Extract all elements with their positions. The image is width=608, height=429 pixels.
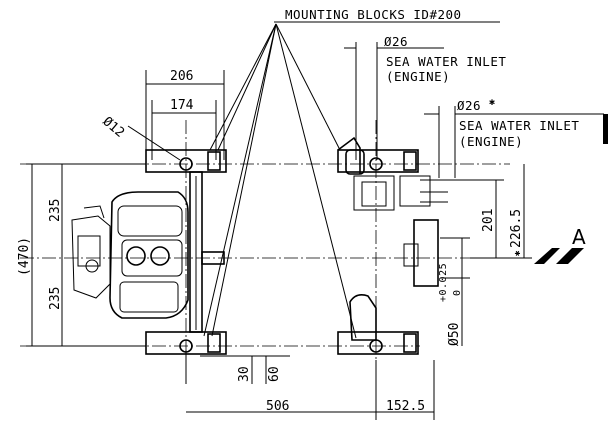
inlet2-label-line2: (ENGINE) bbox=[459, 134, 523, 149]
asterisk-icon: ✱ bbox=[513, 250, 523, 256]
dimension-174: 174 bbox=[151, 98, 217, 160]
sea-water-inlet-callout-1: Ø26 SEA WATER INLET (ENGINE) bbox=[344, 34, 506, 160]
asterisk-icon: ✱ bbox=[489, 97, 496, 108]
hole-diameter-callout: Ø12 bbox=[99, 114, 181, 161]
dimension-152-5: 152.5 bbox=[376, 399, 434, 414]
hole-dia-text: Ø12 bbox=[99, 114, 127, 141]
dim-30-text: 30 bbox=[237, 366, 252, 382]
inlet1-label-line2: (ENGINE) bbox=[386, 69, 450, 84]
shaft-dia-text: Ø50 bbox=[447, 323, 462, 346]
inlet2-label-line1: SEA WATER INLET bbox=[459, 118, 579, 133]
dim-226-text: 226.5 bbox=[509, 209, 524, 248]
mounting-block-top-right bbox=[337, 149, 419, 173]
dim-506-text: 506 bbox=[266, 399, 289, 414]
shaft-diameter: Ø50 +0.025 0 bbox=[438, 237, 470, 346]
dim-152-text: 152.5 bbox=[386, 399, 425, 414]
mounting-block-bottom-left bbox=[145, 331, 227, 355]
shaft-tol-lower: 0 bbox=[452, 289, 463, 296]
dim-174-text: 174 bbox=[170, 98, 194, 113]
dim-235-top-text: 235 bbox=[48, 199, 63, 222]
mounting-blocks-callout: MOUNTING BLOCKS ID#200 bbox=[203, 7, 500, 339]
dim-235-bottom-text: 235 bbox=[48, 287, 63, 310]
dim-470-text: (470) bbox=[17, 237, 32, 276]
view-direction-arrow-icon: A bbox=[534, 225, 586, 264]
dim-206-text: 206 bbox=[170, 69, 193, 84]
dimension-206: 206 bbox=[145, 69, 225, 160]
dimension-235-bottom: 235 bbox=[48, 258, 63, 346]
inlet1-diameter: Ø26 bbox=[384, 34, 408, 49]
dimension-201: 201 bbox=[420, 179, 504, 258]
view-letter: A bbox=[572, 225, 586, 249]
dim-201-text: 201 bbox=[481, 209, 496, 232]
dimension-30-60: 30 60 bbox=[185, 350, 290, 384]
shaft-tol-upper: +0.025 bbox=[438, 263, 449, 302]
dimension-470: (470) bbox=[17, 163, 146, 347]
dim-60-text: 60 bbox=[267, 366, 282, 382]
dimension-506: 506 bbox=[186, 360, 435, 420]
inlet1-label-line1: SEA WATER INLET bbox=[386, 54, 506, 69]
engine-side-view bbox=[337, 136, 448, 341]
mounting-block-bottom-right bbox=[337, 331, 419, 355]
dimension-226-5: 226.5 ✱ bbox=[470, 164, 532, 259]
inlet2-diameter: Ø26 bbox=[457, 98, 481, 113]
sea-water-inlet-callout-2: Ø26 ✱ SEA WATER INLET (ENGINE) bbox=[424, 97, 608, 178]
engine-front-view bbox=[71, 171, 225, 333]
mounting-blocks-label: MOUNTING BLOCKS ID#200 bbox=[285, 7, 462, 22]
dimension-235-top: 235 bbox=[48, 164, 63, 258]
centerlines bbox=[20, 120, 510, 360]
mounting-block-top-left bbox=[145, 149, 227, 173]
